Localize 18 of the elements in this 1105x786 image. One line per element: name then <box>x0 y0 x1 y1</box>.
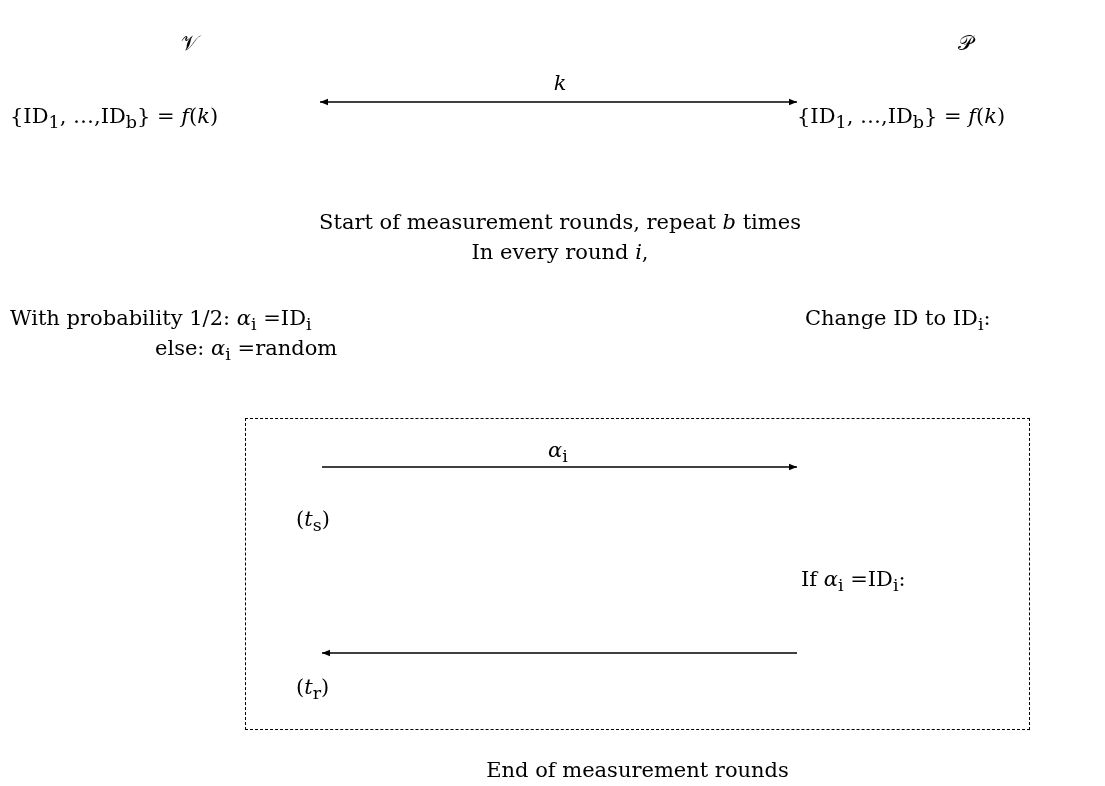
step-text: Change ID to ID$_{i}$: <box>805 305 991 337</box>
caption-text: Start of measurement rounds, repeat b times <box>319 209 801 235</box>
equation-label: {ID$_{1}$, …,ID$_{b}$} = f(k) <box>10 102 220 134</box>
edge-label: k <box>553 70 567 96</box>
condition-label: If α$_{i}$ =ID$_{i}$: <box>801 565 907 597</box>
edge-label: α$_{i}$ <box>548 437 568 469</box>
arrow <box>319 98 798 106</box>
step-text: With probability 1/2: α$_{i}$ =ID$_{i}$ <box>10 305 312 337</box>
caption-text: In every round i, <box>471 239 649 265</box>
dashed-frame <box>245 418 1030 730</box>
caption-text: End of measurement rounds <box>485 757 790 783</box>
symbol-label: 𝒱 <box>181 30 199 56</box>
arrow <box>321 649 798 657</box>
step-text: else: α$_{i}$ =random <box>155 335 338 367</box>
timestamp-label: (t$_{s}$) <box>296 505 331 537</box>
timestamp-label: (t$_{r}$) <box>296 673 331 705</box>
arrow <box>321 463 798 471</box>
equation-label: {ID$_{1}$, …,ID$_{b}$} = f(k) <box>797 102 1007 134</box>
